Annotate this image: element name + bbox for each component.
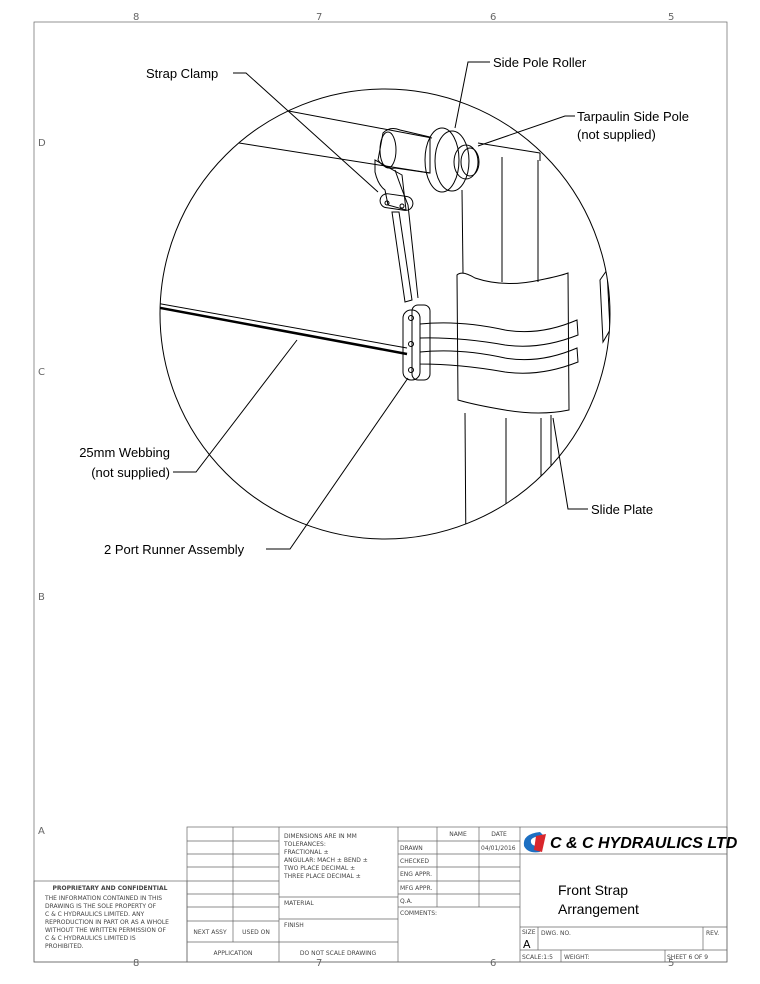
material-label: MATERIAL [284,900,314,907]
drawing-title-line2: Arrangement [558,901,639,917]
label-strap-clamp: Strap Clamp [146,66,218,81]
zone-row-b: B [38,592,45,603]
callouts: Strap Clamp Side Pole Roller Tarpaulin S… [79,55,689,557]
proprietary-line: C & C HYDRAULICS LIMITED IS [45,935,136,942]
zone-row-d: D [38,138,46,149]
webbing [160,304,408,356]
tolerance-line: DIMENSIONS ARE IN MM [284,833,357,840]
runner-bolt [408,315,414,321]
slide-plate [456,272,570,414]
drawing-title-line1: Front Strap [558,882,628,898]
company-name: C & C HYDRAULICS LTD [550,835,738,852]
label-side-pole-roller: Side Pole Roller [493,55,587,70]
detail-circle [159,88,611,540]
label-slide-plate: Slide Plate [591,502,653,517]
label-webbing-line2: (not supplied) [91,465,170,480]
checked-label: CHECKED [400,858,429,865]
rev-label: REV. [706,930,719,937]
zone-col-6-bottom: 6 [490,958,496,969]
proprietary-heading: PROPRIETARY AND CONFIDENTIAL [53,885,168,892]
pole-end [379,131,397,169]
leader-side-pole-roller [454,61,490,129]
detail-view [159,88,611,540]
zone-row-c: C [38,367,45,378]
logo-blue-swoosh [523,832,544,853]
size-value: A [523,938,531,951]
webbing-edge [160,301,408,349]
zone-col-8-top: 8 [133,12,139,23]
used-on-label: USED ON [242,929,270,936]
tarpaulin-side-pole [453,144,479,180]
clamp-bolt [399,203,405,209]
strap-upper [419,319,579,347]
tolerance-line: ANGULAR: MACH ± BEND ± [284,857,368,864]
proprietary-line: C & C HYDRAULICS LIMITED. ANY [45,911,145,918]
proprietary-line: PROHIBITED. [45,943,84,950]
proprietary-line: REPRODUCTION IN PART OR AS A WHOLE [45,919,169,926]
leader-runner [266,377,409,550]
title-block: PROPRIETARY AND CONFIDENTIAL THE INFORMA… [33,826,738,963]
runner-back [411,304,431,381]
size-label: SIZE [522,929,536,936]
clamp-strap-link [391,211,413,303]
date-header: DATE [491,831,507,838]
weight-label: WEIGHT: [564,954,590,961]
mfg-appr-label: MFG APPR. [400,885,432,892]
zone-col-7-bottom: 7 [316,958,322,969]
runner-plate [402,309,421,381]
tolerance-line: THREE PLACE DECIMAL ± [283,873,361,880]
name-header: NAME [449,831,467,838]
drawn-label: DRAWN [400,845,423,852]
roller-face [434,130,470,192]
application-label: APPLICATION [214,950,253,957]
strap-clamp-plate [379,193,414,211]
do-not-scale-label: DO NOT SCALE DRAWING [300,950,377,957]
leader-strap-clamp [233,72,379,193]
zone-col-6-top: 6 [490,12,496,23]
zone-row-a: A [38,826,45,837]
finish-label: FINISH [284,922,304,929]
tolerance-line: TOLERANCES: [283,841,326,848]
rail-end-edge [477,142,541,154]
eng-appr-label: ENG APPR. [400,871,432,878]
zone-col-5-top: 5 [668,12,674,23]
label-runner-assembly: 2 Port Runner Assembly [104,542,245,557]
pole-end-face [460,147,480,177]
zone-col-8-bottom: 8 [133,958,139,969]
scale-label: SCALE:1:5 [522,954,553,961]
dwg-no-label: DWG. NO. [541,930,571,937]
tolerance-line: FRACTIONAL ± [284,849,329,856]
label-webbing-line1: 25mm Webbing [79,445,170,460]
clamp-webbing [394,169,419,299]
proprietary-line: THE INFORMATION CONTAINED IN THIS [44,895,162,902]
label-tarpaulin-line1: Tarpaulin Side Pole [577,109,689,124]
leader-webbing [173,339,298,473]
drawn-date: 04/01/2016 [481,845,516,852]
leader-slide-plate [552,417,588,510]
runner-bolt [408,367,414,373]
clamp-bolt [384,200,390,206]
zone-col-7-top: 7 [316,12,322,23]
tolerance-line: TWO PLACE DECIMAL ± [283,865,355,872]
zone-labels: 8 7 6 5 8 7 6 5 D C B A [38,12,674,969]
rail-top-edge [229,99,433,139]
label-tarpaulin-line2: (not supplied) [577,127,656,142]
comments-label: COMMENTS: [400,910,437,917]
strap-clamp-body [374,159,407,211]
leader-tarpaulin [477,115,575,147]
next-assy-label: NEXT ASSY [193,929,227,936]
company-logo: C & C HYDRAULICS LTD [523,832,738,853]
runner-bolt [408,341,414,347]
zone-col-5-bottom: 5 [668,958,674,969]
strap-lower [419,347,579,374]
qa-label: Q.A. [400,898,413,905]
sheet-label: SHEET 6 OF 9 [667,954,708,961]
logo-red-swoosh [534,834,546,852]
side-pole-roller [424,127,460,193]
proprietary-line: DRAWING IS THE SOLE PROPERTY OF [45,903,157,910]
side-slot [599,268,610,344]
proprietary-line: WITHOUT THE WRITTEN PERMISSION OF [45,927,166,934]
